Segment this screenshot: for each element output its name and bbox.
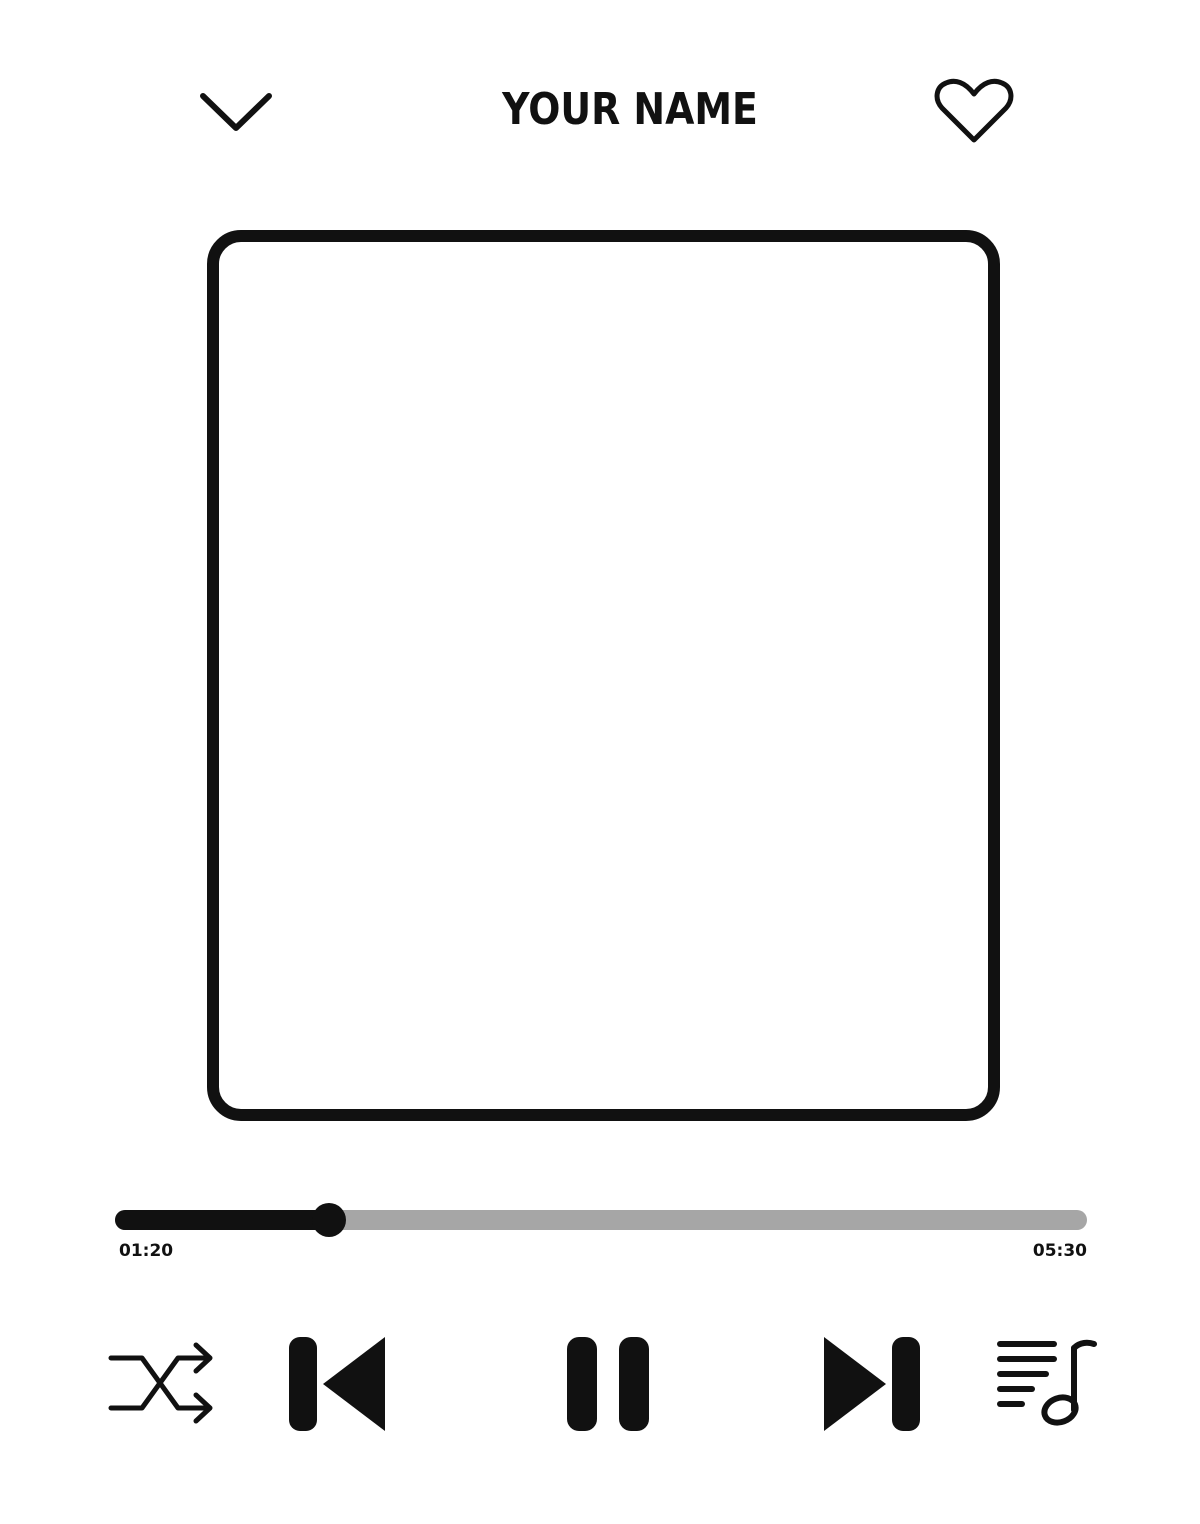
progress-thumb[interactable] [311, 1203, 346, 1237]
shuffle-button[interactable] [104, 1336, 220, 1432]
pause-button[interactable] [562, 1333, 654, 1435]
progress-fill [115, 1210, 329, 1230]
total-time: 05:30 [1032, 1241, 1087, 1261]
favorite-button[interactable] [932, 78, 1016, 148]
chevron-down-icon [200, 93, 272, 131]
progress-track[interactable] [115, 1203, 1087, 1237]
queue-button[interactable] [992, 1334, 1102, 1434]
album-artwork-frame [207, 230, 1000, 1121]
elapsed-time: 01:20 [119, 1241, 174, 1261]
skip-next-icon [824, 1337, 920, 1431]
playlist-music-icon [997, 1339, 1097, 1426]
track-title: YOUR NAME [502, 84, 758, 135]
pause-icon [567, 1337, 649, 1431]
heart-icon [934, 78, 1014, 143]
previous-button[interactable] [284, 1333, 390, 1435]
collapse-button[interactable] [196, 82, 276, 138]
skip-previous-icon [289, 1337, 385, 1431]
next-button[interactable] [818, 1333, 926, 1435]
shuffle-icon [108, 1342, 213, 1424]
